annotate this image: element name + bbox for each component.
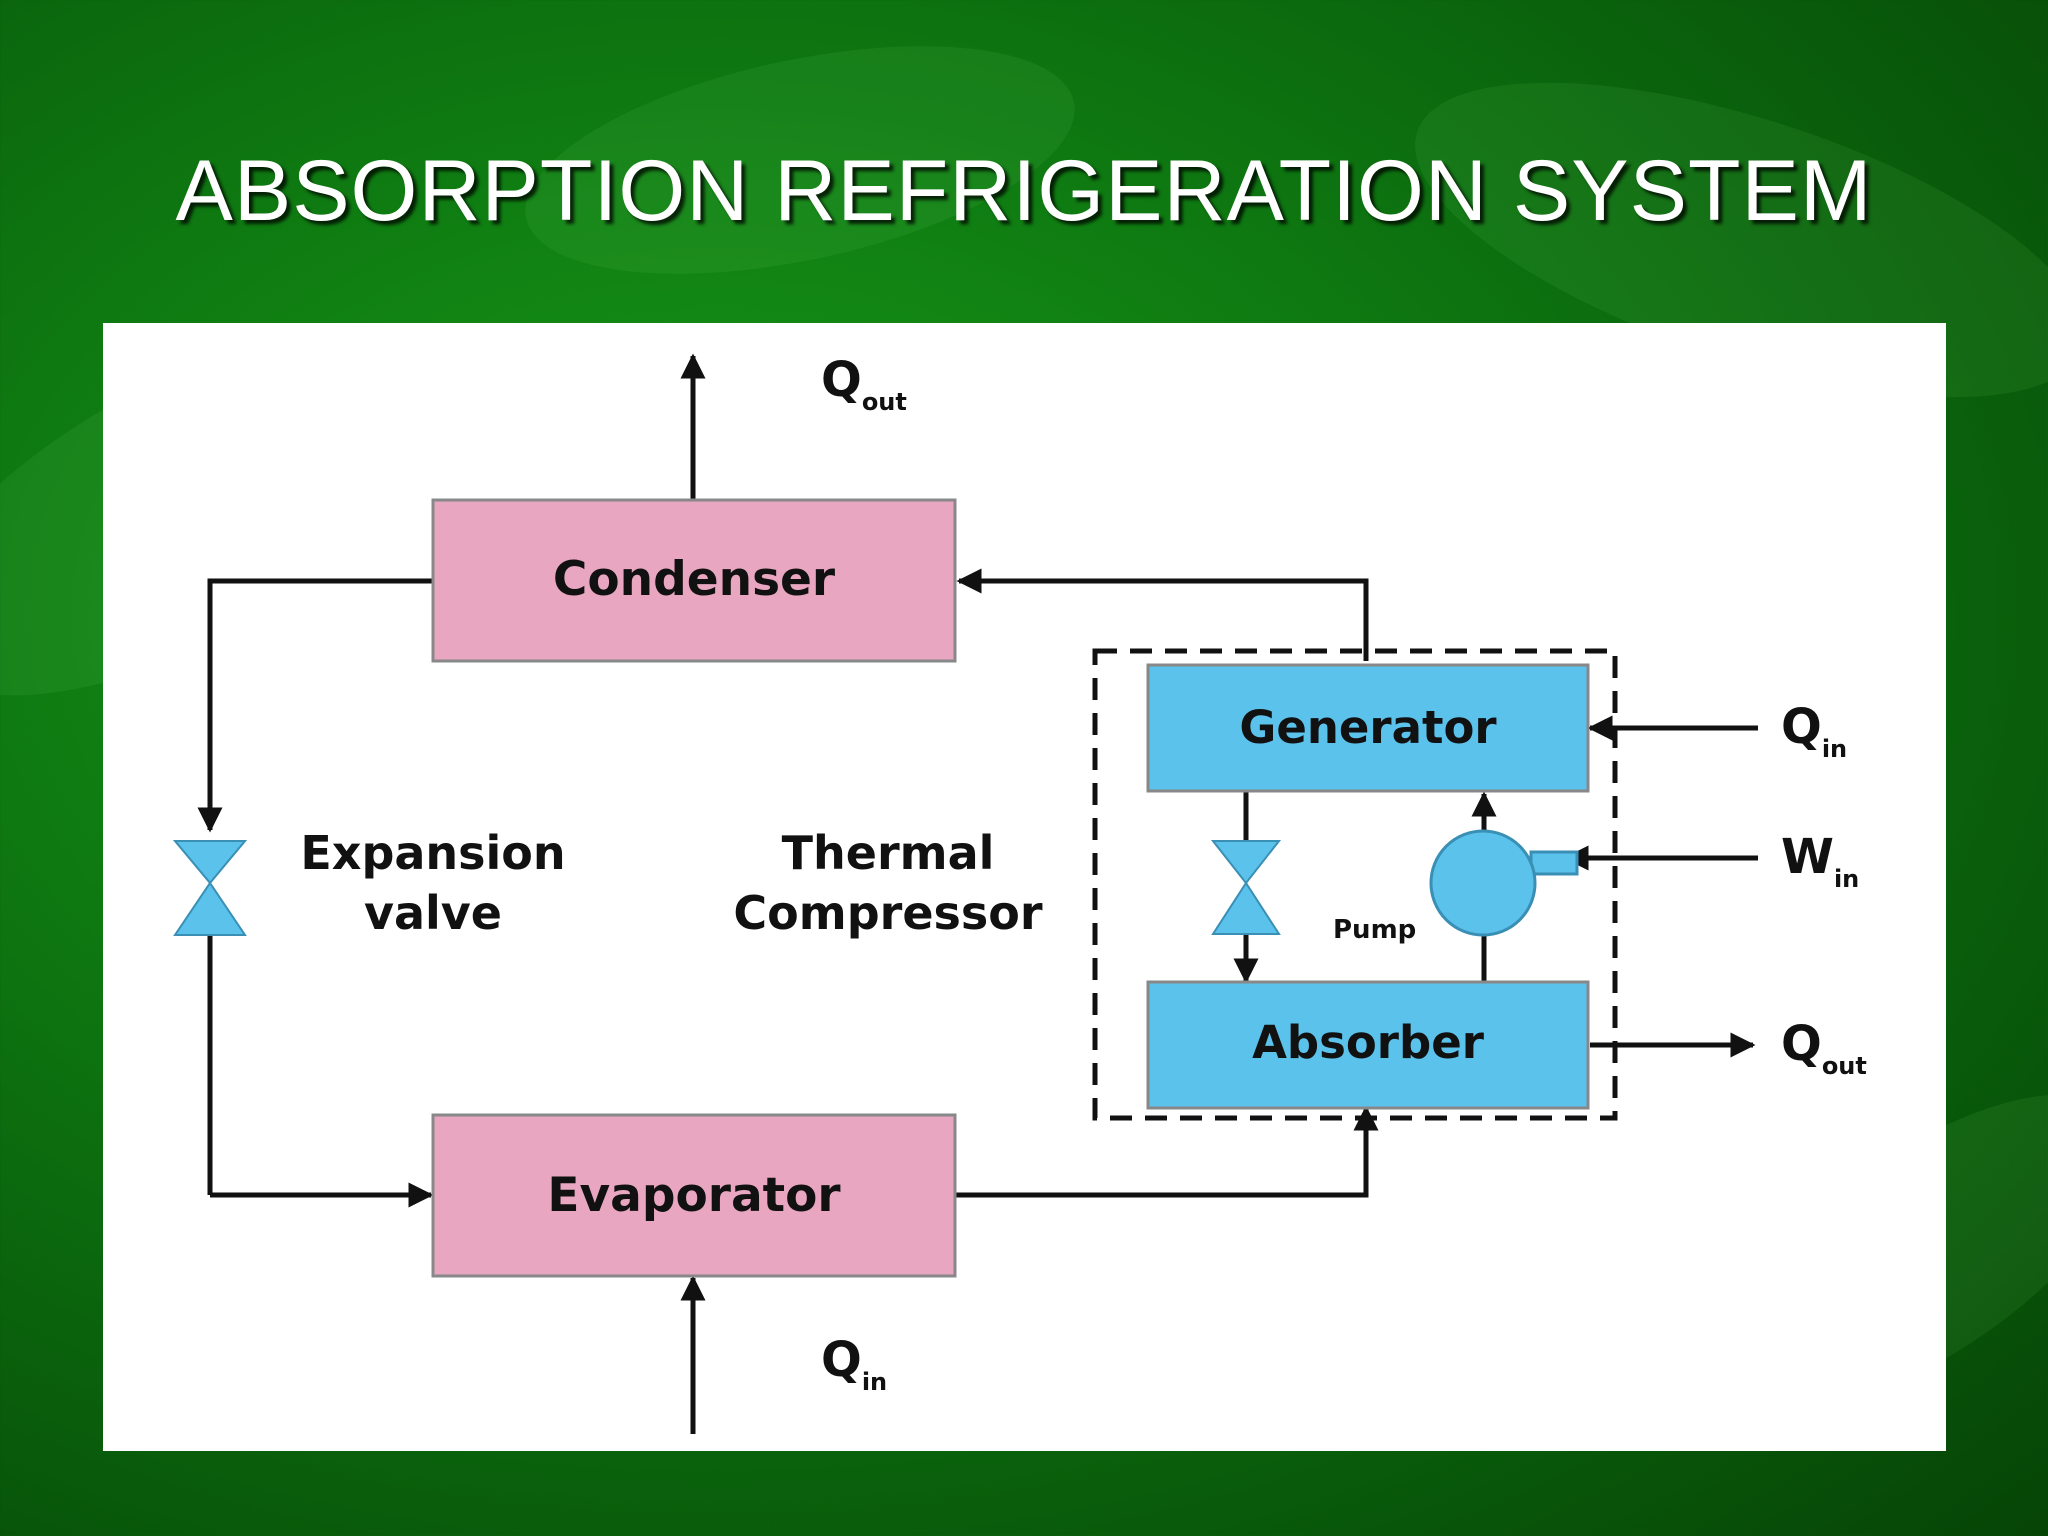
pump-icon	[1429, 829, 1579, 937]
generator-label: Generator	[1239, 701, 1497, 754]
condenser-label: Condenser	[553, 552, 836, 607]
diagram-canvas: Condenser Evaporator Generator Absorber …	[172, 352, 1867, 1434]
absorber-valve-icon	[1210, 840, 1282, 935]
slide-title: ABSORPTION REFRIGERATION SYSTEM	[175, 143, 1873, 239]
condenser-to-valve-line	[197, 578, 433, 833]
expansion-valve-icon	[172, 840, 248, 936]
condenser-qout-label: Qout	[821, 352, 907, 416]
pump-label: Pump	[1333, 915, 1416, 945]
generator-to-condenser-line	[956, 568, 1369, 661]
pump-win-label: Win	[1781, 829, 1859, 893]
expansion-valve-label-line2: valve	[364, 886, 502, 940]
thermal-compressor-label-line2: Compressor	[733, 886, 1042, 940]
evaporator-qin-label: Qin	[821, 1332, 887, 1396]
expansion-valve-label-line1: Expansion	[300, 826, 565, 880]
generator-box	[1146, 663, 1590, 793]
evaporator-label: Evaporator	[547, 1168, 841, 1223]
thermal-compressor-boundary	[1092, 648, 1618, 1121]
refrigeration-diagram: Condenser Evaporator Generator Absorber …	[103, 323, 1946, 1451]
absorber-box	[1146, 980, 1590, 1110]
generator-qin-label: Qin	[1781, 699, 1847, 763]
condenser-box	[431, 498, 957, 663]
thermal-compressor-label-line1: Thermal	[782, 826, 995, 880]
absorber-qout-label: Qout	[1781, 1016, 1867, 1080]
absorber-label: Absorber	[1252, 1016, 1485, 1069]
evaporator-to-absorber-line	[955, 1105, 1379, 1198]
evaporator-box	[431, 1113, 957, 1278]
